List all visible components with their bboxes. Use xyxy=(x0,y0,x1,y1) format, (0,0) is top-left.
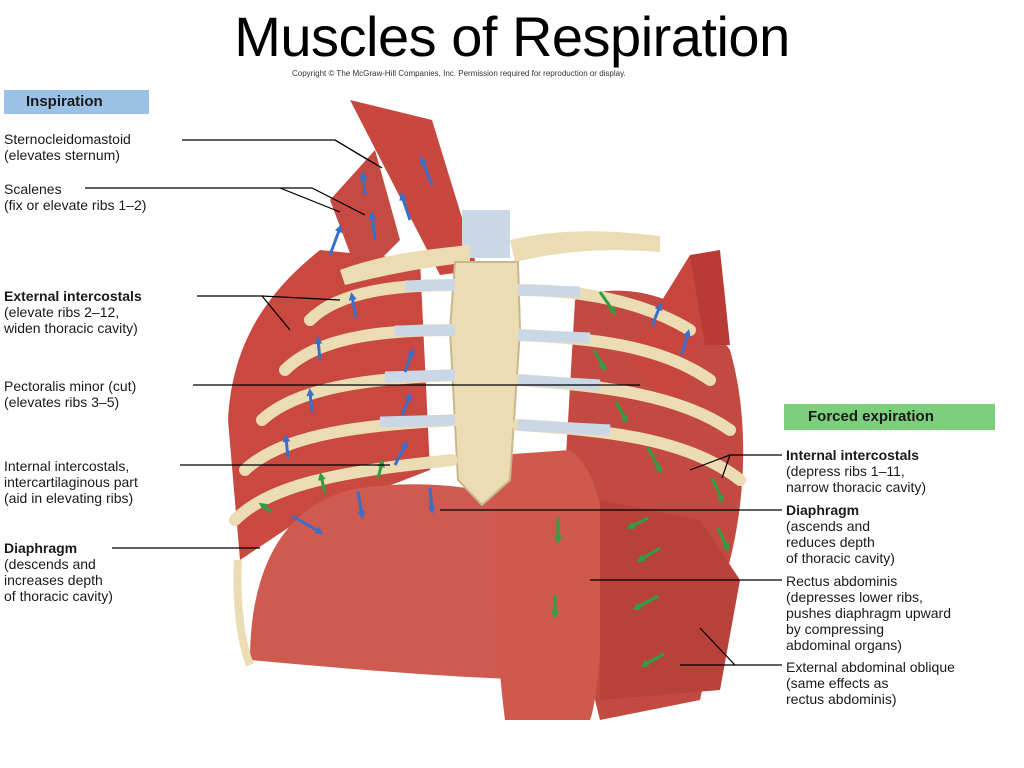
right-cartilage xyxy=(517,284,611,436)
label-pectoralis-minor: Pectoralis minor (cut) (elevates ribs 3–… xyxy=(4,378,137,410)
label-external-intercostals: External intercostals (elevate ribs 2–12… xyxy=(4,288,142,336)
label-external-abdominal-oblique: External abdominal oblique (same effects… xyxy=(786,659,955,707)
sternocleidomastoid-muscle xyxy=(350,100,478,275)
rectus-abdominis-muscle xyxy=(494,450,607,720)
label-diaphragm-inspiration: Diaphragm (descends and increases depth … xyxy=(4,540,113,604)
label-internal-intercostals-intercartilaginous: Internal intercostals, intercartilaginou… xyxy=(4,458,138,506)
left-cartilage xyxy=(379,279,456,428)
label-internal-intercostals-expiration: Internal intercostals (depress ribs 1–11… xyxy=(786,447,927,495)
pectoralis-minor-muscle xyxy=(625,255,718,410)
leader-lines xyxy=(85,139,782,666)
left-intercostal-muscles xyxy=(228,250,430,560)
clavicle-right xyxy=(510,231,660,262)
label-diaphragm-expiration: Diaphragm (ascends and reduces depth of … xyxy=(786,502,895,566)
inspiration-header: Inspiration xyxy=(4,90,149,114)
label-sternocleidomastoid: Sternocleidomastoid (elevates sternum) xyxy=(4,131,131,163)
copyright-notice: Copyright © The McGraw-Hill Companies, I… xyxy=(292,69,626,78)
forced-expiration-header: Forced expiration xyxy=(784,404,995,430)
sternum xyxy=(448,261,522,507)
page-title: Muscles of Respiration xyxy=(234,5,790,68)
diaphragm-muscle xyxy=(250,484,560,680)
clavicle-left xyxy=(340,245,470,285)
external-oblique-muscle xyxy=(600,500,740,700)
label-rectus-abdominis: Rectus abdominis (depresses lower ribs, … xyxy=(786,573,951,653)
inspiration-arrows xyxy=(282,156,691,534)
label-scalenes: Scalenes (fix or elevate ribs 1–2) xyxy=(4,181,147,213)
